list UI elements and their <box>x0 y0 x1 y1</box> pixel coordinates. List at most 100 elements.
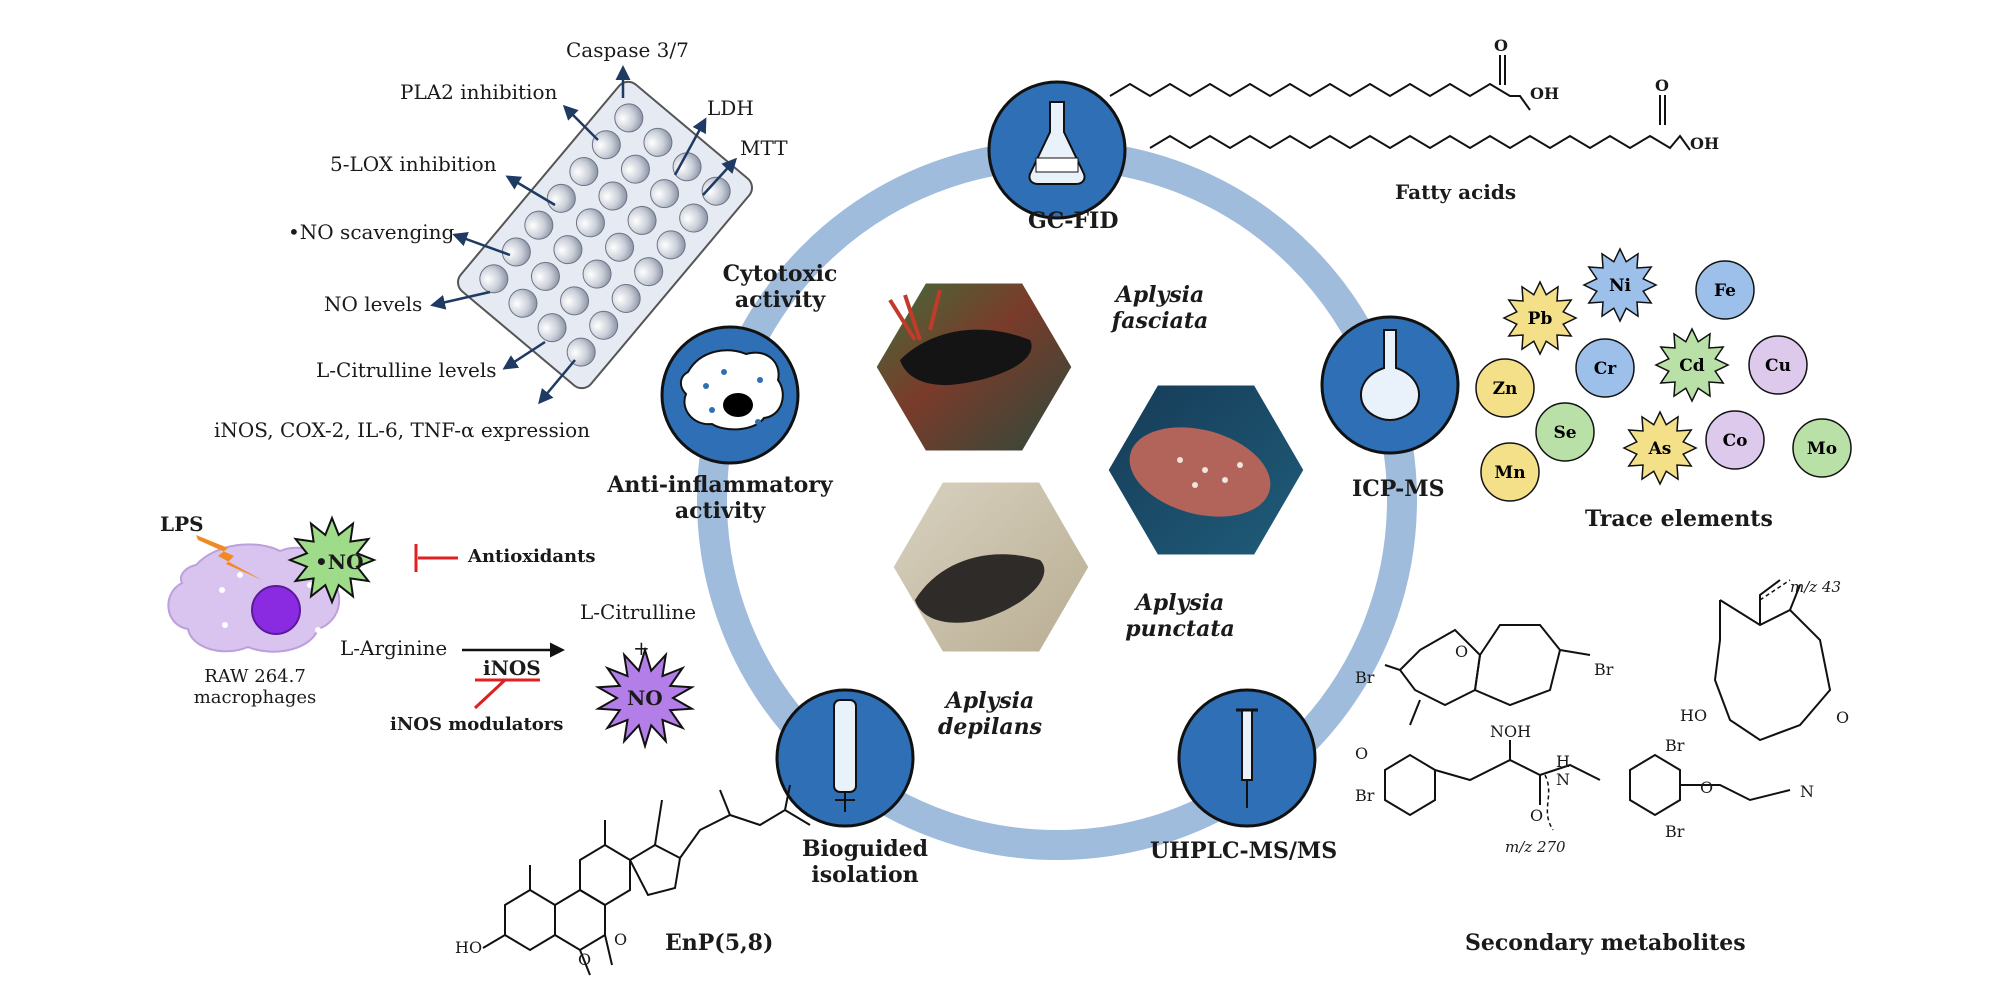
well <box>508 288 538 318</box>
fa2-oh: OH <box>1690 134 1720 153</box>
lps-label: LPS <box>160 512 204 536</box>
sea-hare-body <box>1129 427 1271 517</box>
arginine-label: L-Arginine <box>340 636 448 660</box>
no-product-star <box>594 646 696 750</box>
steroid-o2: O <box>614 930 628 949</box>
well <box>598 181 628 211</box>
element-ni-symbol: Ni <box>1609 276 1632 296</box>
assay-ldh: LDH <box>707 96 754 120</box>
well <box>537 313 567 343</box>
fragment-line-270 <box>1544 774 1554 831</box>
element-co-badge <box>1705 410 1765 470</box>
element-ni-badge <box>1582 247 1658 323</box>
assay-expression: iNOS, COX-2, IL-6, TNF-α expression <box>214 418 591 442</box>
well <box>656 230 686 260</box>
well <box>634 257 664 287</box>
fragment-line-43 <box>1759 579 1791 601</box>
modulators-label: iNOS modulators <box>390 714 564 735</box>
assay-caspase: Caspase 3/7 <box>566 38 689 62</box>
well-plate <box>457 80 753 390</box>
assay-citrulline: L-Citrulline levels <box>316 358 497 382</box>
species-photo-depilans <box>890 479 1092 655</box>
no-product-label: NO <box>627 686 663 710</box>
well <box>605 232 635 262</box>
well <box>620 154 650 184</box>
well <box>627 205 657 235</box>
element-as-symbol: As <box>1648 439 1672 459</box>
well <box>643 127 673 157</box>
icpms-label: ICP-MS <box>1352 476 1445 502</box>
noh-label: NOH <box>1490 722 1532 741</box>
cell-icon <box>680 349 784 431</box>
element-cu-symbol: Cu <box>1765 356 1791 376</box>
element-fe-badge <box>1695 260 1755 320</box>
well <box>591 130 621 160</box>
well <box>679 203 709 233</box>
fa2-o: O <box>1655 76 1669 95</box>
well <box>530 261 560 291</box>
element-cr-badge <box>1575 338 1635 398</box>
o-ring: O <box>1455 642 1469 661</box>
well <box>701 176 731 206</box>
inos-label: iNOS <box>483 656 541 680</box>
uhplc-circle <box>1177 688 1317 828</box>
well <box>614 103 644 133</box>
sea-hare-body <box>900 329 1032 386</box>
macrophage-cell <box>167 543 341 653</box>
plus-sign: + <box>633 636 650 660</box>
element-cd-badge <box>1654 327 1730 403</box>
element-pb-badge <box>1502 280 1578 356</box>
radical-dot: • <box>288 220 300 244</box>
assay-5lox: 5-LOX inhibition <box>330 152 497 176</box>
antioxidants-label: Antioxidants <box>468 546 596 567</box>
element-mo-badge <box>1792 418 1852 478</box>
well <box>479 264 509 294</box>
element-zn-badge <box>1475 358 1535 418</box>
well <box>501 237 531 267</box>
element-cu-badge <box>1748 335 1808 395</box>
secondary-title: Secondary metabolites <box>1465 930 1746 956</box>
bioguided-circle <box>775 688 915 828</box>
nucleus <box>251 585 301 635</box>
o-ether: O <box>1700 778 1714 797</box>
element-mn-badge <box>1480 442 1540 502</box>
br-3: Br <box>1355 786 1375 805</box>
fatty-acids-title: Fatty acids <box>1395 180 1517 204</box>
br-5: Br <box>1665 822 1685 841</box>
o-methoxy: O <box>1355 744 1369 763</box>
well <box>553 235 583 265</box>
trace-elements-title: Trace elements <box>1585 506 1773 532</box>
well <box>569 157 599 187</box>
steroid-o1: O <box>578 950 592 969</box>
mz43-label: m/z 43 <box>1790 578 1842 596</box>
element-as-badge <box>1622 410 1698 486</box>
ho-label: HO <box>1680 706 1708 725</box>
element-se-badge <box>1535 402 1595 462</box>
lightning-icon <box>196 535 262 580</box>
element-cd-symbol: Cd <box>1679 356 1705 376</box>
element-zn-symbol: Zn <box>1493 379 1518 399</box>
sea-hare-body <box>915 554 1045 623</box>
n-amide: N <box>1556 770 1570 789</box>
n-amine: N <box>1800 782 1814 801</box>
fatty-acid-structures <box>1109 55 1691 151</box>
fa1-oh: OH <box>1530 84 1560 103</box>
assay-no-levels: NO levels <box>324 292 423 316</box>
no-radical-label: •NO <box>315 550 364 574</box>
gcfid-circle <box>987 80 1127 220</box>
h-label: H <box>1556 752 1570 771</box>
modulator-line <box>473 678 507 710</box>
element-mn-symbol: Mn <box>1494 463 1525 483</box>
antiinflam-circle <box>660 325 800 465</box>
well <box>672 152 702 182</box>
well <box>560 286 590 316</box>
